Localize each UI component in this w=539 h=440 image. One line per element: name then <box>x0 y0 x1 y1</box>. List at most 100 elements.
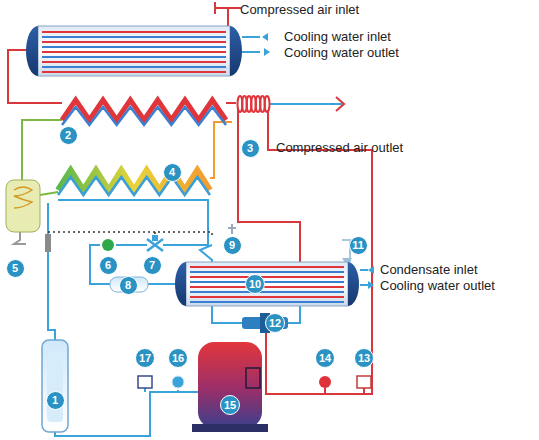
callout-number: 10 <box>245 274 265 294</box>
callout-text: 15 <box>224 399 236 411</box>
drain-valve <box>14 232 26 244</box>
callout-text: 2 <box>65 129 71 141</box>
callout-number: 8 <box>119 276 138 295</box>
coil-turn <box>265 96 270 112</box>
pipe-green <box>40 192 58 195</box>
exchanger-cap <box>348 262 359 306</box>
accumulator <box>42 340 68 432</box>
port-label: Cooling water inlet <box>284 30 391 44</box>
pipe-orange <box>210 122 232 178</box>
exchanger-shell <box>38 26 230 76</box>
callout-text: 9 <box>229 239 235 251</box>
separator-coil <box>14 187 32 208</box>
discharge-pipe <box>265 330 267 360</box>
callout-number: 14 <box>315 348 335 368</box>
water-in-arrow <box>368 266 374 274</box>
callout-number: 13 <box>354 348 374 368</box>
exchanger-tube <box>42 31 226 33</box>
callout-number: 3 <box>241 139 260 158</box>
exchanger-tube <box>190 281 344 283</box>
callout-text: 17 <box>139 352 151 364</box>
outlet-flange <box>336 97 344 111</box>
water-out-arrow <box>264 48 270 56</box>
callout-number: 16 <box>168 348 188 368</box>
exchanger-tube <box>42 56 226 58</box>
callout-number: 1 <box>46 391 65 410</box>
callout-number: 9 <box>223 236 242 255</box>
port-label: Cooling water outlet <box>284 46 399 60</box>
water-in-arrow <box>262 33 268 41</box>
port-label: Compressed air outlet <box>276 141 403 155</box>
callout-number: 17 <box>135 348 155 368</box>
precooler <box>26 26 270 76</box>
exchanger-tube <box>42 36 226 38</box>
gauge-tap <box>325 388 364 394</box>
liquid-line <box>116 244 147 246</box>
evaporator-feed <box>58 200 208 245</box>
exchanger-tube <box>42 66 226 68</box>
separator <box>6 180 51 252</box>
callout-number: 4 <box>163 163 182 182</box>
callout-number: 12 <box>265 313 285 333</box>
air-inlet-pipe <box>227 8 229 26</box>
water-pipe <box>242 37 260 52</box>
evaporator-plate <box>58 177 210 195</box>
callout-number: 6 <box>99 256 118 275</box>
sensing-capillary <box>48 232 212 238</box>
exchanger-shell <box>186 262 348 306</box>
callout-text: 5 <box>12 262 18 274</box>
exchanger-tube <box>42 41 226 43</box>
callout-number: 11 <box>349 236 368 255</box>
sensing-bulb <box>45 234 51 252</box>
port-label: Compressed air inlet <box>240 3 359 17</box>
inlet-flange <box>215 2 241 14</box>
callout-text: 14 <box>319 352 331 364</box>
exchanger-tube <box>190 271 344 273</box>
exchanger-cap <box>26 26 38 76</box>
suction-line <box>48 203 55 340</box>
compressor <box>192 342 268 432</box>
pipe-green <box>22 120 62 180</box>
callout-text: 16 <box>172 352 184 364</box>
exchanger-tube <box>190 301 344 303</box>
water-out-arrow <box>368 281 374 289</box>
filter-drier <box>110 277 148 292</box>
port-label: Condensate inlet <box>380 263 478 277</box>
pressure-gauge <box>172 376 184 388</box>
pressure-gauge <box>319 376 331 388</box>
service-valve <box>228 224 236 234</box>
exchanger-tube <box>190 296 344 298</box>
port-label: Cooling water outlet <box>380 279 495 293</box>
exchanger-tube <box>190 286 344 288</box>
hot-gas-bypass-valve <box>242 313 288 333</box>
exchanger-tube <box>42 51 226 53</box>
exchanger-tube <box>42 46 226 48</box>
evaporator-plate <box>58 170 210 190</box>
callout-text: 10 <box>249 278 261 290</box>
air-outlet-pipe <box>270 103 342 105</box>
exchanger-tube <box>190 276 344 278</box>
exchanger-tube <box>190 266 344 268</box>
water-pipe <box>360 270 368 285</box>
callout-text: 11 <box>352 239 364 251</box>
exchanger-cap <box>175 262 186 306</box>
expansion-valve <box>147 235 163 251</box>
callout-text: 13 <box>358 352 370 364</box>
pressure-switch <box>357 376 371 388</box>
callout-text: 1 <box>52 394 58 406</box>
callout-text: 12 <box>269 317 281 329</box>
callout-text: 3 <box>247 142 253 154</box>
callout-number: 2 <box>59 126 78 145</box>
exchanger-tube <box>42 71 226 73</box>
plate-exchangers <box>58 100 226 195</box>
exchanger-cap <box>230 26 242 76</box>
exchanger-tube <box>42 61 226 63</box>
air-pipe <box>226 102 236 104</box>
callout-text: 6 <box>105 259 111 271</box>
callout-text: 7 <box>149 259 155 271</box>
suction-line <box>55 392 198 436</box>
separator-tank <box>6 180 40 232</box>
air-exchanger-plate <box>62 100 226 120</box>
